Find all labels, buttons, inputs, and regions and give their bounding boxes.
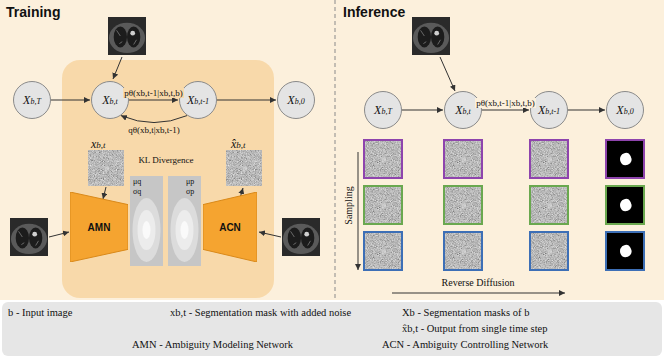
connector: [129, 100, 178, 101]
state-circle: Xb,t: [91, 81, 129, 119]
annotation-label: x̂b,t: [231, 137, 246, 152]
definition-text: xb,t - Segmentation mask with added nois…: [170, 307, 351, 318]
panel-heading: Inference: [343, 4, 405, 20]
edge-label: pθ(xb,t-1|xb,t,b): [123, 88, 183, 98]
panel: InferenceXb,T Xb,t Xb,t-1 Xb,0: [337, 0, 664, 300]
state-circle: Xb,T: [13, 81, 51, 119]
state-label: Xb,t: [455, 103, 471, 118]
state-label: Xb,t-1: [187, 93, 209, 108]
edge-label: qθ(xb,t|xb,t-1): [127, 125, 181, 135]
state-label: Xb,0: [616, 103, 633, 118]
network-label: ACN: [219, 222, 241, 233]
edge-label: pθ(xb,t-1|xb,t,b): [475, 98, 535, 108]
annotation-label: σq: [133, 187, 141, 196]
annotation-label: xb,t: [91, 137, 106, 152]
annotation-label: Reverse Diffusion: [442, 277, 515, 288]
definition-text: AMN - Ambiguity Modeling Network: [132, 339, 293, 350]
network-label: AMN: [88, 222, 111, 233]
state-circle: Xb,0: [277, 81, 315, 119]
state-circle: Xb,T: [364, 91, 402, 129]
annotation-label: μq: [133, 177, 141, 186]
state-label: Xb,0: [287, 93, 304, 108]
state-label: Xb,T: [374, 103, 392, 118]
definition-text: b - Input image: [8, 307, 72, 318]
network-block: ACN: [203, 192, 257, 262]
connector: [482, 110, 529, 111]
annotation-label: σp: [186, 187, 194, 196]
definition-text: Xb - Segmentation masks of b: [402, 307, 529, 318]
panel: TrainingXb,T Xb,t Xb,t-1 Xb,0AMN ACN: [0, 0, 333, 300]
definition-band: b - Input image xb,t - Segmentation mask …: [2, 302, 662, 356]
connector: [121, 116, 187, 123]
connector: [568, 110, 605, 111]
definition-text: ACN - Ambiguity Controlling Network: [382, 339, 548, 350]
state-circle: Xb,t: [444, 91, 482, 129]
network-block: AMN: [70, 192, 128, 262]
state-circle: Xb,t-1: [530, 91, 568, 129]
annotation-label: μp: [186, 177, 194, 186]
state-circle: Xb,0: [606, 91, 644, 129]
annotation-label: Sampling: [343, 186, 354, 224]
connector: [402, 110, 443, 111]
connector: [217, 100, 276, 101]
panel-heading: Training: [6, 4, 60, 20]
connector: [51, 100, 90, 101]
definition-text: x̂b,t - Output from single time step: [402, 323, 548, 334]
state-label: Xb,T: [23, 93, 41, 108]
state-label: Xb,t: [102, 93, 118, 108]
state-circle: Xb,t-1: [179, 81, 217, 119]
annotation-label: KL Divergence: [138, 155, 193, 165]
state-label: Xb,t-1: [538, 103, 560, 118]
